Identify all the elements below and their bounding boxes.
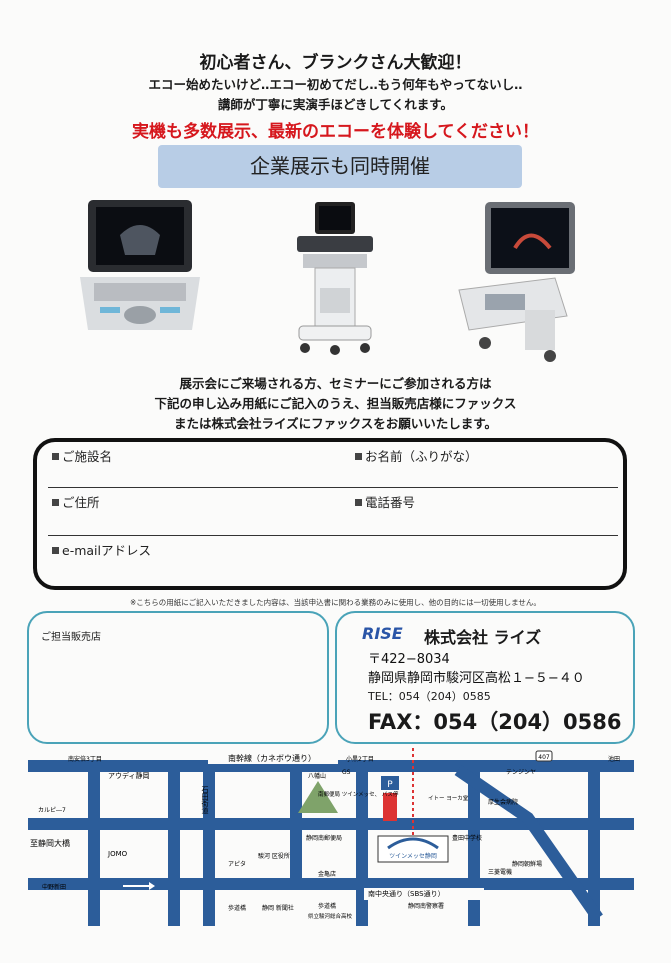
company-card [335,611,635,744]
parking-marker [381,776,399,790]
road-label-bottom: 南中央通り（SBS通り） [368,889,445,898]
intro-line-2: 下記の申し込み用紙にご記入のうえ、担当販売店様にファックス [154,396,517,411]
road-label-ishida: 石田街道 [201,786,209,815]
place-apita: アピタ [228,860,246,868]
square-bullet-icon [52,499,59,506]
place-prefectural-hs: 県立駿河総合高校 [308,912,353,920]
square-bullet-icon [52,547,59,554]
place-footbridge-2: 歩道橋 [318,902,336,910]
place-ito-yokado: イトー ヨーカ堂 [428,794,469,802]
place-toyoda-ms: 豊田中学校 [452,834,482,842]
arrow-right-icon [149,882,155,890]
form-divider [48,535,618,536]
map-road-mid [28,818,634,830]
laptop-ultrasound-image [80,200,200,330]
intersection-ikeda: 池田 [608,755,620,763]
place-shizuoka-shimbun: 静岡 新聞社 [262,904,294,912]
intro-line-1: 展示会にご来場される方、セミナーにご参加される方は [179,376,492,391]
dealer-card [27,611,329,744]
place-suruga-ward: 駿河 区役所 [258,852,290,860]
company-fax: FAX：054（204）0586 [368,710,622,734]
place-kosei-hospital: 厚生会病院 [488,798,518,806]
headline-experience: 実機も多数展示、最新のエコーを体験してください！ [132,122,539,142]
facility-name-field[interactable]: ご施設名 [52,446,112,465]
form-divider [48,487,618,488]
rise-logo: RISE [362,624,403,643]
intersection-kohana2: 小黒2丁目 [346,755,374,763]
place-post-bus: 南郵便局 ツインメッセ、 バス停 [318,790,399,798]
company-tel: TEL：054（204）0585 [368,690,491,703]
place-post-office: 静岡南郵便局 [306,834,342,842]
place-yahatayama: 八幡山 [308,772,326,780]
square-bullet-icon [355,453,362,460]
place-calpi: カルピ―7 [38,807,66,814]
place-police: 静岡南警察署 [408,902,444,910]
place-arena: 静岡朝鮮場 [512,860,542,868]
road-label-top: 南幹線（カネボウ通り） [228,753,316,763]
parking-label: P [387,780,393,790]
route-number: 407 [538,754,550,761]
postal-code: 〒422−8034 [368,652,450,667]
square-bullet-icon [52,453,59,460]
name-field[interactable]: お名前（ふりがな） [355,446,478,465]
dealer-label: ご担当販売店 [41,632,101,643]
exhibition-banner: 企業展示も同時開催 [158,145,522,188]
intersection-minami3: 南安倍3丁目 [68,755,102,763]
intersection-nakano: 中野新田 [42,883,66,891]
place-kanekameten: 金亀店 [318,870,336,878]
headline-welcome: 初心者さん、ブランクさん大歓迎！ [199,53,472,73]
email-field[interactable]: e-mailアドレス [52,540,151,559]
headline-instructor: 講師が丁寧に実演手ほどきしてくれます。 [217,97,454,112]
direction-shizuoka-bridge: 至静岡大橋 [30,838,70,848]
place-jomo: JOMO [107,850,128,858]
console-ultrasound-image [458,202,575,362]
phone-field[interactable]: 電話番号 [355,492,415,511]
mountain-icon [298,781,338,813]
privacy-note: ※こちらの用紙にご記入いただきました内容は、当該申込書に関わる業務のみに使用し、… [130,598,541,607]
access-map: P ツインメッセ静岡 南幹線（カネボウ通り） 石田街道 南中央通り（SBS通り）… [28,748,634,926]
place-tenjinya: テンジンヤ [506,769,536,776]
venue-marker [383,793,397,821]
map-road-bottom [28,878,634,890]
place-footbridge-1: 歩道橋 [228,904,246,912]
application-form [33,438,627,590]
company-name: 株式会社 ライズ [424,628,542,647]
place-gs: GS [342,769,351,776]
headline-subtext: エコー始めたいけど‥エコー初めてだし‥もう何年もやってないし‥ [148,77,523,92]
intro-line-3: または株式会社ライズにファックスをお願いいたします。 [173,416,497,431]
cart-ultrasound-image [297,202,373,355]
place-audi: アウディ静岡 [108,771,150,780]
twin-messe-label: ツインメッセ静岡 [389,852,437,860]
company-address: 静岡県静岡市駿河区高松１−５−４０ [368,671,585,686]
address-field[interactable]: ご住所 [52,492,100,511]
square-bullet-icon [355,499,362,506]
place-sanyo: 三菱電機 [488,868,512,876]
